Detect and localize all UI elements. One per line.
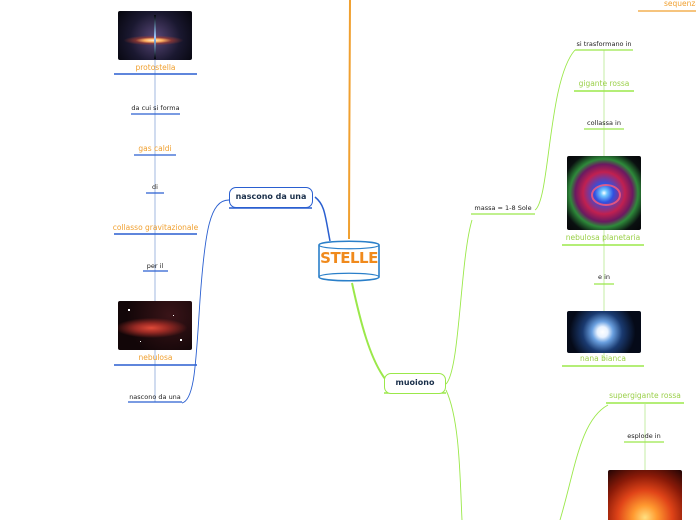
topic-protostella[interactable]: protostella	[135, 63, 176, 72]
cylinder-shape	[318, 240, 380, 282]
connector-e-in: e in	[598, 273, 610, 281]
connector-esplode-in: esplode in	[627, 432, 661, 440]
central-node[interactable]: STELLE	[317, 239, 381, 283]
topic-nana-bianca[interactable]: nana bianca	[580, 354, 626, 363]
connector-di: di	[152, 183, 158, 191]
connector-per-il: per il	[146, 262, 164, 270]
red-supergiant-image	[608, 470, 682, 520]
protostar-image	[118, 11, 192, 60]
topic-gas-caldi[interactable]: gas caldi	[138, 144, 172, 153]
connector-nascono-da-una: nascono da una	[129, 393, 181, 401]
connector-si-trasformano-in: si trasformano in	[576, 40, 632, 48]
topic-nebulosa[interactable]: nebulosa	[138, 353, 173, 362]
connector-da-cui-si-forma: da cui si forma	[131, 104, 180, 112]
branch-muoiono[interactable]: muoiono	[384, 373, 446, 394]
topic-sequenza[interactable]: sequenza	[664, 0, 696, 8]
topic-supergigante-rossa[interactable]: supergigante rossa	[609, 391, 681, 400]
topic-gigante-rossa[interactable]: gigante rossa	[578, 79, 630, 88]
connector-collassa-in: collassa in	[587, 119, 621, 127]
white-dwarf-image	[567, 311, 641, 353]
condition-massa: massa = 1-8 Sole	[474, 204, 532, 212]
branch-nascono-da-una[interactable]: nascono da una	[229, 187, 313, 208]
nebula-image	[118, 301, 192, 350]
planetary-nebula-image	[567, 156, 641, 230]
topic-nebulosa-planetaria[interactable]: nebulosa planetaria	[565, 233, 641, 242]
topic-collasso-gravitazionale[interactable]: collasso gravitazionale	[112, 223, 199, 232]
central-label: STELLE	[320, 249, 378, 267]
